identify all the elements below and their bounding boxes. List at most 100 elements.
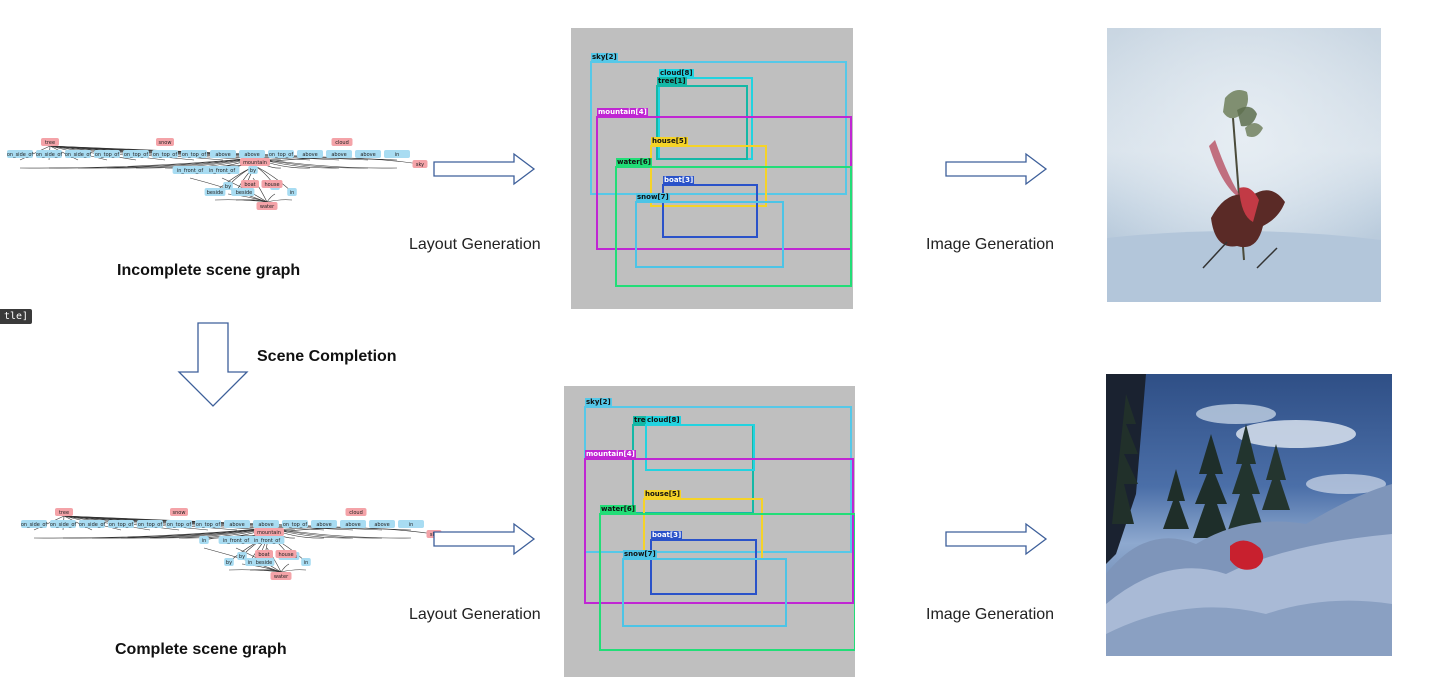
graph-edge — [48, 157, 256, 169]
bbox-cloud: cloud[8] — [645, 416, 755, 471]
relation-node: in_front_of — [218, 536, 254, 544]
relation-node: beside — [233, 188, 255, 196]
relation-node: above — [311, 520, 337, 528]
relation-node: in — [384, 150, 410, 158]
relation-node: on_top_of — [123, 150, 149, 158]
relation-node: on_top_of — [166, 520, 192, 528]
svg-text:beside: beside — [256, 560, 273, 566]
svg-text:boat: boat — [244, 182, 255, 188]
object-node-cloud: cloud — [345, 508, 367, 516]
svg-text:tree: tree — [45, 140, 55, 146]
graph-edge — [266, 193, 276, 203]
svg-text:above: above — [360, 152, 375, 158]
complete-graph-caption: Complete scene graph — [115, 641, 287, 658]
svg-text:tree: tree — [59, 510, 69, 516]
bbox-label-house: house[5] — [644, 490, 681, 499]
relation-node: on_side_of — [7, 150, 33, 158]
relation-node: above — [297, 150, 323, 158]
relation-node: in — [287, 188, 297, 196]
svg-text:above: above — [244, 152, 259, 158]
graph-edge — [63, 515, 93, 531]
graph-edge — [252, 177, 268, 203]
image-generation-caption-top: Image Generation — [926, 236, 1055, 253]
relation-node: by — [237, 552, 247, 560]
relation-node: on_side_of — [21, 520, 47, 528]
object-node-boat: boat — [255, 550, 273, 558]
svg-text:above: above — [302, 152, 317, 158]
graph-edge — [120, 527, 270, 539]
graph-edge — [263, 569, 282, 573]
object-node-house: house — [275, 550, 297, 558]
graph-edge — [91, 527, 270, 539]
graph-edge — [49, 145, 79, 161]
svg-text:in: in — [409, 522, 414, 528]
relation-node: on_top_of — [195, 520, 221, 528]
bbox-label-tree: tree — [633, 416, 652, 425]
svg-text:above: above — [316, 522, 331, 528]
graph-edge — [33, 515, 65, 531]
relation-node: on_side_of — [50, 520, 76, 528]
svg-text:house: house — [278, 552, 293, 558]
relation-node: above — [224, 520, 250, 528]
svg-text:on_side_of: on_side_of — [79, 522, 106, 528]
svg-text:water: water — [260, 204, 275, 210]
relation-node: beside — [204, 188, 226, 196]
bbox-house: house[5] — [650, 137, 767, 207]
graph-edge — [264, 157, 421, 165]
svg-text:in_front_of: in_front_of — [209, 168, 236, 174]
svg-text:in: in — [304, 560, 309, 566]
bbox-label-cloud: cloud[8] — [659, 69, 694, 78]
bbox-label-water: water[6] — [616, 158, 653, 167]
bbox-label-mountain: mountain[4] — [597, 108, 648, 117]
arrow-right-icon — [945, 152, 1048, 186]
relation-node: on_top_of — [152, 150, 178, 158]
relation-node: on_top_of — [268, 150, 294, 158]
object-node-sky: sky — [412, 160, 428, 168]
relation-node: on_top_of — [181, 150, 207, 158]
bbox-label-boat: boat[3] — [663, 176, 695, 185]
svg-text:mountain: mountain — [257, 530, 281, 536]
bbox-label-snow: snow[7] — [636, 193, 670, 202]
bottom-layout-panel: sky[2] tree cloud[8] mountain[4] house[5… — [564, 386, 855, 677]
bbox-water: water[6] — [615, 158, 852, 287]
object-node-mountain: mountain — [240, 158, 270, 166]
bbox-tree: tree[1] — [656, 77, 748, 160]
relation-node: above — [355, 150, 381, 158]
relation-node: on_top_of — [108, 520, 134, 528]
relation-node: above — [340, 520, 366, 528]
svg-text:water: water — [274, 574, 289, 580]
svg-text:by: by — [226, 560, 232, 566]
svg-text:in_front_of: in_front_of — [177, 168, 204, 174]
arrow-right-icon — [433, 522, 536, 556]
svg-text:on_side_of: on_side_of — [36, 152, 63, 158]
svg-text:by: by — [225, 184, 231, 190]
svg-text:in: in — [248, 560, 253, 566]
svg-text:on_top_of: on_top_of — [153, 152, 177, 158]
object-node-house: house — [261, 180, 283, 188]
bbox-snow: snow[7] — [635, 193, 784, 268]
object-node-snow: snow — [170, 508, 188, 516]
svg-text:beside: beside — [207, 190, 224, 196]
relation-node: in_front_of — [249, 536, 285, 544]
top-layout-panel: sky[2] cloud[8] tree[1] mountain[4] hous… — [571, 28, 853, 309]
svg-text:on_top_of: on_top_of — [182, 152, 206, 158]
object-node-boat: boat — [241, 180, 259, 188]
svg-text:in_front_of: in_front_of — [254, 538, 281, 544]
arrow-right-icon — [945, 522, 1048, 556]
relation-node: above — [369, 520, 395, 528]
relation-node: in — [301, 558, 311, 566]
bbox-water: water[6] — [599, 505, 855, 651]
bbox-label-sky: sky[2] — [585, 398, 612, 407]
bbox-label-tree: tree[1] — [657, 77, 687, 86]
incomplete-graph-caption: Incomplete scene graph — [117, 262, 301, 279]
svg-text:in: in — [202, 538, 207, 544]
graph-edge — [19, 145, 51, 161]
svg-text:snow: snow — [159, 140, 172, 146]
object-node-water: water — [270, 572, 292, 580]
bbox-boat: boat[3] — [662, 176, 758, 238]
scene-completion-caption: Scene Completion — [257, 348, 397, 365]
bbox-label-boat: boat[3] — [651, 531, 683, 540]
bbox-label-mountain: mountain[4] — [585, 450, 636, 459]
